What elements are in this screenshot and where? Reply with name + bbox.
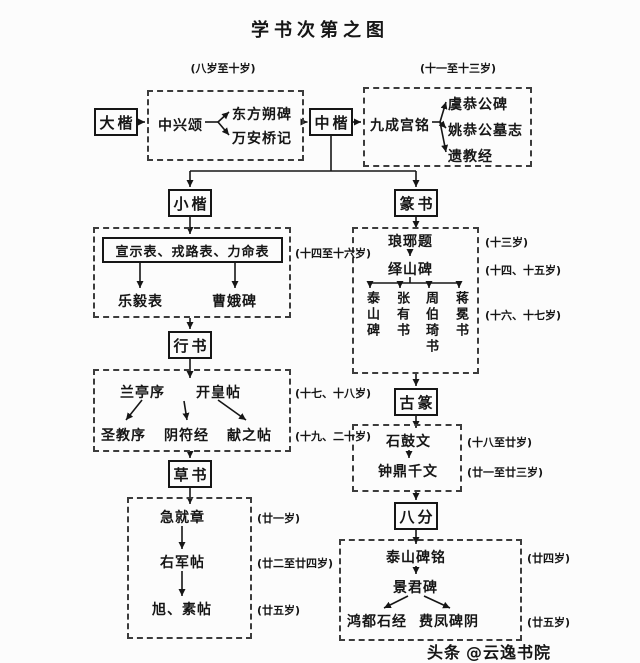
age-label-19-20: (十九、二十岁) (295, 430, 372, 443)
item-youjuntie: 右军帖 (160, 555, 205, 571)
age-label-25-left: (廿五岁) (257, 604, 301, 617)
watermark-handle: @云逸书院 (466, 643, 552, 662)
item-xianzhitie: 献之帖 (227, 428, 272, 444)
node-xiaokai: 小楷 (168, 189, 212, 217)
item-feifengbeiyin: 费凤碑阴 (419, 614, 479, 630)
item-jiangmianshu: 蒋冕书 (453, 291, 468, 339)
node-guzhuan: 古篆 (394, 388, 438, 416)
item-lantingxu: 兰亭序 (120, 385, 165, 401)
age-label-25-right: (廿五岁) (527, 616, 571, 629)
age-label-21-23: (廿一至廿三岁) (467, 466, 544, 479)
item-caoebei: 曹娥碑 (212, 294, 257, 310)
item-zhangyoushu: 张有书 (394, 291, 409, 339)
age-label-17-18: (十七、十八岁) (295, 387, 372, 400)
item-yaogonggongmuzhi: 姚恭公墓志 (448, 123, 523, 139)
age-label-13: (十三岁) (485, 236, 529, 249)
node-xingshu: 行书 (168, 331, 212, 359)
item-wananqiaoji: 万安桥记 (232, 131, 292, 147)
group-zhongkai-works (363, 87, 532, 167)
item-jiuchenggongming: 九成宫铭 (370, 118, 430, 134)
age-label-16-17: (十六、十七岁) (485, 309, 562, 322)
watermark: 头条 @云逸书院 (427, 639, 551, 663)
item-xusutie: 旭、素帖 (152, 602, 212, 618)
item-kaihuangtie: 开皇帖 (196, 385, 241, 401)
age-label-21: (廿一岁) (257, 512, 301, 525)
group-zhuanshu-works (352, 227, 479, 374)
item-jijiuzhang: 急就章 (160, 510, 205, 526)
group-bafen-works (339, 539, 522, 641)
item-taishanbeiming: 泰山碑铭 (386, 550, 446, 566)
item-yinfujing: 阴符经 (164, 428, 209, 444)
age-label-14-15: (十四、十五岁) (485, 264, 562, 277)
item-zhongdingqianwen: 钟鼎千文 (378, 464, 438, 480)
item-hongdushijing: 鸿都石经 (347, 614, 407, 630)
group-guzhuan-works (352, 424, 462, 492)
group-dakai-works (147, 90, 304, 161)
node-zhuanshu: 篆书 (394, 189, 438, 217)
item-yishanbei: 绎山碑 (388, 262, 433, 278)
item-zhongxingsong: 中兴颂 (158, 118, 203, 134)
toutiao-logo-text: 头条 (427, 643, 462, 662)
item-shengjiaoxu: 圣教序 (101, 428, 146, 444)
item-yijiaojing: 遗教经 (448, 149, 493, 165)
item-yugonggongbei: 虞恭公碑 (448, 97, 508, 113)
age-label-14-16: (十四至十六岁) (295, 247, 372, 260)
item-jingjunbei: 景君碑 (393, 580, 438, 596)
item-dongfangshuobei: 东方朔碑 (232, 107, 292, 123)
item-shiguwen: 石鼓文 (386, 434, 431, 450)
node-bafen: 八分 (394, 502, 438, 530)
item-zhouboqishu: 周伯琦书 (423, 291, 438, 355)
node-caoshu: 草书 (168, 460, 212, 488)
item-langyati: 琅琊题 (388, 234, 433, 250)
diagram-title: 学书次第之图 (251, 20, 389, 41)
item-leyibiao: 乐毅表 (118, 294, 163, 310)
node-zhongkai: 中楷 (309, 108, 353, 136)
age-label-24: (廿四岁) (527, 552, 571, 565)
item-xuanshi-group: 宣示表、戎路表、力命表 (102, 237, 283, 263)
age-label-22-24: (廿二至廿四岁) (257, 557, 334, 570)
age-label-18-20: (十八至廿岁) (467, 436, 533, 449)
age-label-11-13: (十一至十三岁) (419, 62, 497, 75)
item-taishanbei: 泰山碑 (364, 291, 379, 339)
age-label-8-10: (八岁至十岁) (190, 62, 256, 75)
node-dakai: 大楷 (94, 108, 138, 136)
